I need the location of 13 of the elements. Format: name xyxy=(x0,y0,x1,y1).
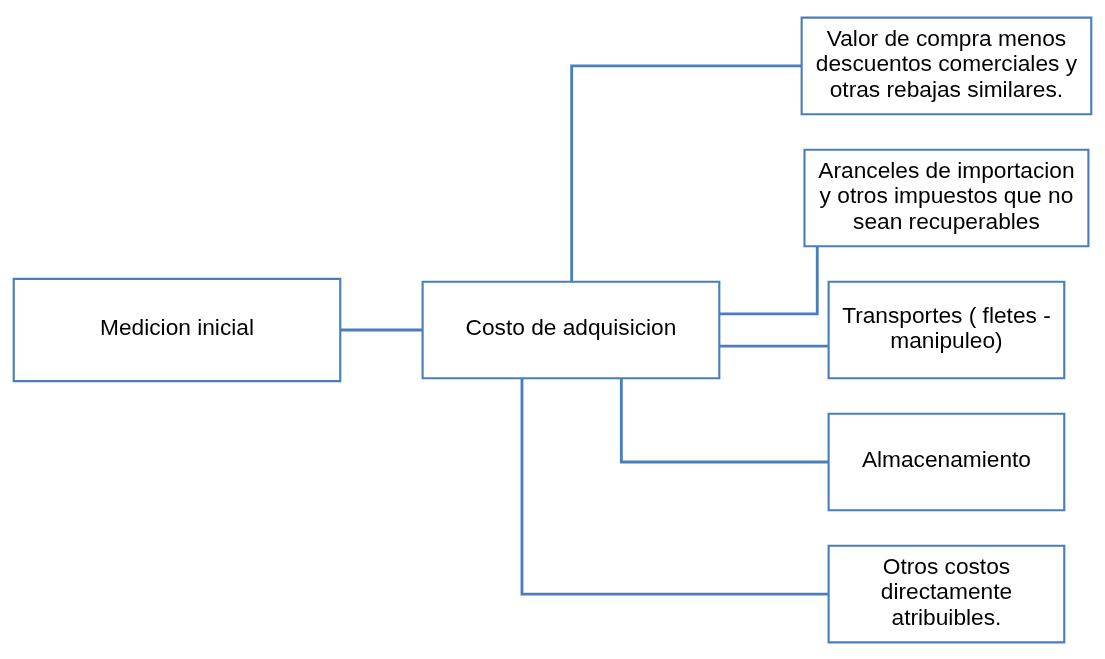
connector xyxy=(619,377,829,463)
node-box: Almacenamiento xyxy=(827,412,1066,511)
node-box: Transportes ( fletes - manipuleo) xyxy=(827,280,1066,379)
node-box: Otros costos directamente atribuibles. xyxy=(827,544,1066,643)
connector xyxy=(719,245,819,315)
node-box: Valor de compra menos descuentos comerciales y otras rebajas similares. xyxy=(800,16,1093,115)
node-box: Medicion inicial xyxy=(12,277,342,382)
connector xyxy=(520,377,829,595)
connector xyxy=(340,328,423,331)
connector xyxy=(570,64,802,282)
connector xyxy=(719,344,829,347)
node-box: Costo de adquisicion xyxy=(421,280,721,379)
node-box: Aranceles de importacion y otros impuestos que no sean recuperables xyxy=(803,148,1090,247)
